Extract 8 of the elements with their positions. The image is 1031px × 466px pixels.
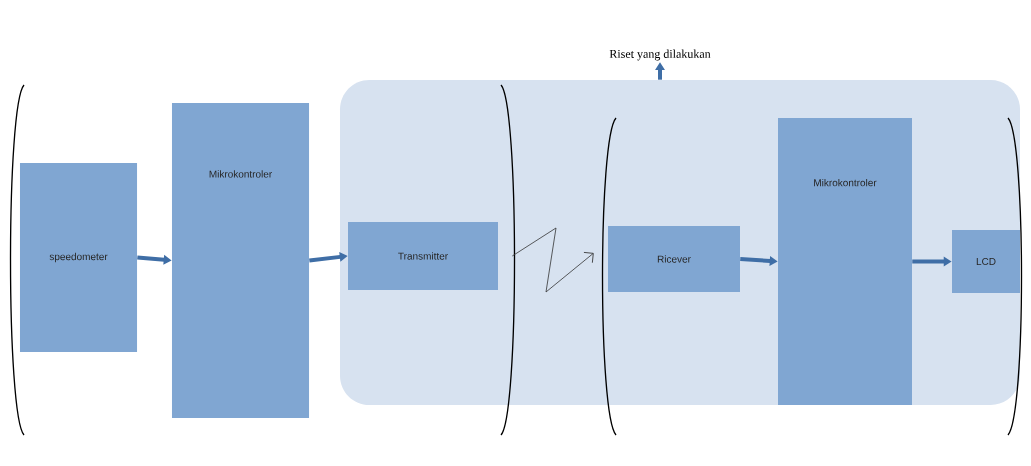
- process-box: Mikrokontroler: [172, 103, 310, 418]
- process-box: Transmitter: [348, 222, 498, 290]
- process-box: LCD: [952, 230, 1020, 293]
- process-box: Ricever: [608, 226, 740, 292]
- process-box: speedometer: [20, 162, 138, 353]
- arrow: [511, 227, 594, 293]
- process-box: Mikrokontroler: [778, 118, 912, 405]
- heading-text: Riset yang dilakukan: [609, 49, 711, 61]
